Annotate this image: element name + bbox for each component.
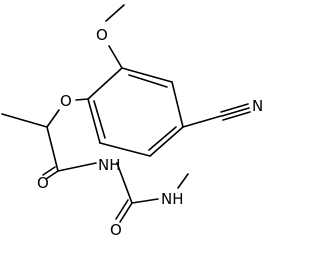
ring-bond-5	[87, 98, 101, 144]
carbonyl-double-b	[42, 166, 56, 176]
bond-nh-urea-c	[116, 162, 133, 204]
bond-ring-oether	[75, 98, 89, 101]
chemical-structure-drawing: O O N O NH NH O	[1, 4, 263, 239]
bond-nh-methyl	[177, 173, 189, 189]
bond-ch-carbonyl	[46, 126, 59, 172]
urea-double-a	[119, 202, 133, 223]
triple-bond-a	[220, 103, 249, 113]
ring-double-2	[148, 126, 177, 151]
bond-oether-ch	[46, 109, 60, 128]
ring-bond-4	[99, 142, 151, 157]
ring-bond-6	[87, 67, 123, 100]
atom-nh-imide: NH	[98, 156, 121, 174]
bond-urea-nh	[131, 198, 159, 204]
triple-bond-b	[221, 107, 250, 117]
structure-canvas: O O N O NH NH O	[1, 4, 264, 239]
atom-o-urea: O	[110, 221, 122, 239]
ring-double-1	[128, 74, 168, 88]
ring-bond-1	[121, 67, 173, 83]
atom-o-methoxy: O	[96, 26, 108, 44]
bond-ring-cn	[182, 115, 222, 128]
carbonyl-double-a	[45, 170, 59, 180]
triple-bond-c	[222, 111, 251, 121]
bond-ch-methyl	[1, 113, 48, 128]
ring-double-3	[93, 100, 106, 139]
bond-omethoxy-ring	[108, 45, 123, 69]
bond-methyl-omethoxy	[105, 4, 125, 22]
ring-bond-3	[149, 126, 184, 157]
atom-n-nitrile: N	[252, 97, 263, 115]
bond-carbonyl-nh	[57, 162, 97, 172]
ring-bond-2	[171, 81, 184, 128]
atom-o-ether: O	[60, 92, 72, 110]
urea-double-b	[115, 199, 129, 220]
atom-nh-methyl: NH	[161, 190, 184, 208]
atom-o-carbonyl: O	[37, 174, 49, 192]
